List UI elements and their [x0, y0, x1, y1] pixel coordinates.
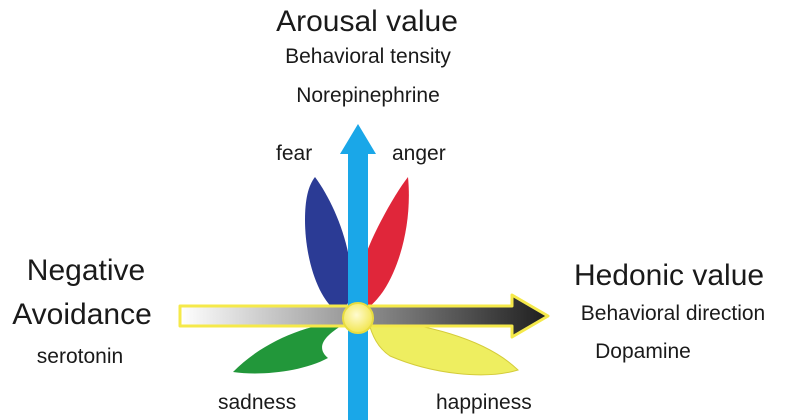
hedonic-line2: Dopamine [595, 340, 691, 363]
arousal-line2: Norepinephrine [296, 84, 440, 107]
happiness-petal [367, 319, 519, 376]
serotonin-label: serotonin [36, 345, 124, 368]
center-circle [342, 302, 374, 334]
fear-label: fear [276, 142, 313, 165]
happiness-label: happiness [436, 391, 532, 414]
avoidance-label: Avoidance [12, 298, 152, 331]
hedonic-line1: Behavioral direction [580, 302, 766, 325]
anger-label: anger [392, 142, 446, 165]
arousal-title: Arousal value [276, 5, 458, 38]
arousal-axis-arrow[interactable] [340, 124, 376, 420]
anger-petal [354, 177, 409, 313]
sadness-label: sadness [218, 391, 297, 414]
fear-petal [305, 177, 352, 312]
arousal-line1: Behavioral tensity [285, 45, 451, 68]
hedonic-title: Hedonic value [573, 259, 765, 292]
negative-label: Negative [26, 254, 146, 287]
sadness-petal [233, 322, 348, 374]
